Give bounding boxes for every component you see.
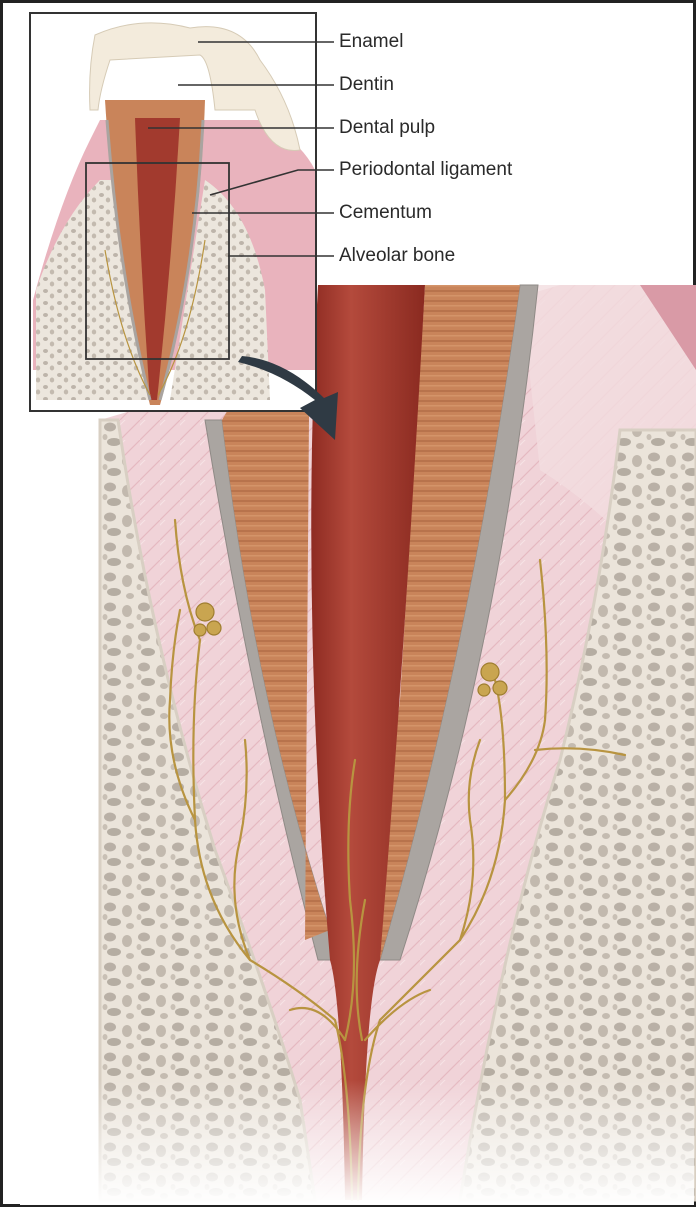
alveolar-bone-label: Alveolar bone <box>339 245 455 267</box>
cementum-label: Cementum <box>339 202 432 224</box>
periodontal-ligament-label: Periodontal ligament <box>339 159 512 181</box>
dental-pulp-label: Dental pulp <box>339 117 435 139</box>
detail-view <box>20 285 696 1205</box>
dentin-label: Dentin <box>339 74 394 96</box>
enamel-label: Enamel <box>339 31 403 53</box>
inset-tooth-view <box>30 13 316 411</box>
